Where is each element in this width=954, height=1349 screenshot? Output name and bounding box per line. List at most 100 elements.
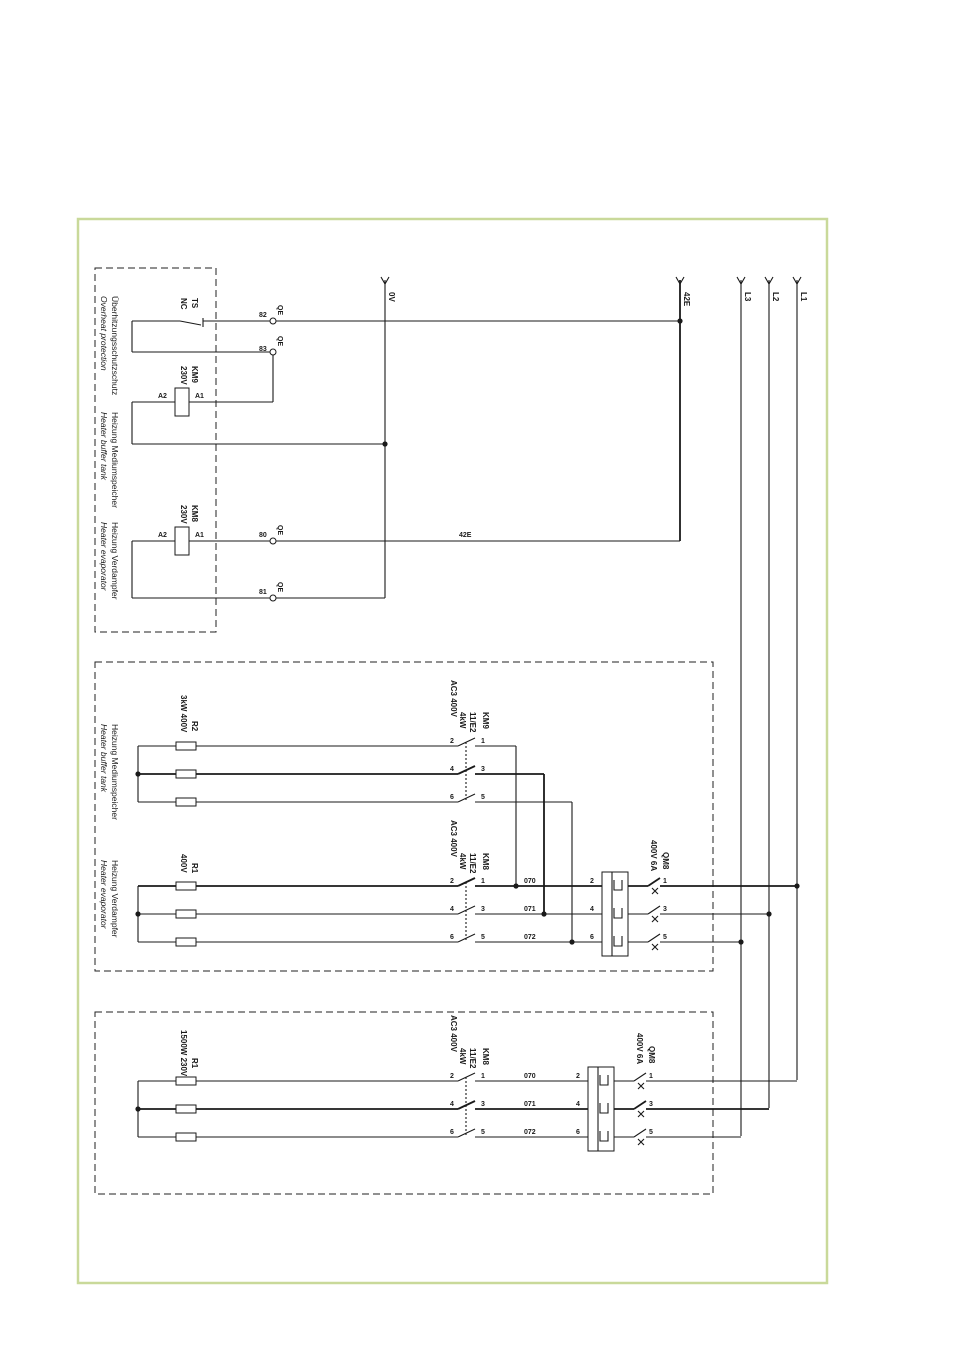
svg-text:4: 4	[450, 766, 454, 773]
r2-element-3	[175, 797, 197, 807]
r1-230v-rating: 1500W 230V	[179, 1030, 188, 1077]
heater-400v-box	[94, 661, 714, 972]
svg-text:6: 6	[450, 934, 454, 941]
svg-text:4: 4	[450, 906, 454, 913]
svg-text:1: 1	[481, 738, 485, 745]
terminal-83-label: 83	[259, 346, 267, 353]
r1-element-2	[175, 909, 197, 919]
terminal-82-label: 82	[259, 312, 267, 319]
km8-a1: A1	[195, 532, 204, 539]
evap-label-en: Heater evaporator	[99, 522, 109, 592]
qm8-tag: QM8	[661, 852, 670, 870]
ts-type: NC	[179, 298, 188, 310]
buffer-power-label-en: Heater buffer tank	[99, 724, 109, 793]
km8-coil	[174, 526, 190, 556]
svg-text:3: 3	[663, 906, 667, 913]
svg-text:1: 1	[481, 878, 485, 885]
km9-a1: A1	[195, 393, 204, 400]
km8-230v-ref: 11/E2	[468, 1048, 477, 1069]
qm8-230v-tag: QM8	[647, 1046, 656, 1064]
km8-contact-labels-400v: 2 4 6 1 3 5	[450, 878, 485, 941]
km8-power-cat: AC3 400V	[449, 820, 458, 858]
svg-text:2: 2	[450, 878, 454, 885]
km9-power-ref: 11/E2	[468, 712, 477, 733]
r1-400v-tag: R1	[190, 863, 199, 874]
svg-text:6: 6	[576, 1129, 580, 1136]
buffer-label-en: Heater buffer tank	[99, 412, 109, 481]
overheat-label-en: Overheat protection	[99, 296, 109, 371]
svg-text:071: 071	[524, 1101, 536, 1108]
overheat-label-de: Überhitzungsschutzschutz	[110, 296, 120, 395]
rail-label-l2: L2	[771, 292, 780, 302]
km8-power-kw: 4kW	[458, 853, 467, 870]
svg-text:070: 070	[524, 1073, 536, 1080]
km9-power-kw: 4kW	[458, 712, 467, 729]
svg-text:5: 5	[481, 1129, 485, 1136]
r1-400v-rating: 400V	[179, 854, 188, 873]
svg-text:070: 070	[524, 878, 536, 885]
ref-qe-82: QE	[276, 305, 283, 315]
buffer-power-label-de: Heizung Mediumspeicher	[110, 724, 120, 820]
r2-wiring	[135, 737, 573, 942]
rail-label-0v: 0V	[387, 292, 396, 302]
buffer-label-de: Heizung Mediumspeicher	[110, 412, 120, 508]
r1-230v-wiring	[135, 1072, 797, 1146]
km9-coil	[174, 387, 190, 417]
r1-230v-element-1	[175, 1076, 197, 1086]
svg-text:4: 4	[590, 906, 594, 913]
km8-coil-voltage: 230V	[179, 505, 188, 524]
ref-qe-80: QE	[276, 525, 283, 535]
svg-text:4: 4	[576, 1101, 580, 1108]
svg-text:1: 1	[649, 1073, 653, 1080]
control-wiring	[131, 318, 683, 599]
km9-a2: A2	[158, 393, 167, 400]
terminal-80	[269, 537, 277, 545]
km8-coil-tag: KM8	[190, 505, 199, 522]
km9-coil-tag: KM9	[190, 366, 199, 383]
r1-element-1	[175, 881, 197, 891]
svg-text:5: 5	[649, 1129, 653, 1136]
r2-element-1	[175, 741, 197, 751]
rail-label-42e: 42E	[682, 292, 691, 307]
svg-text:6: 6	[590, 934, 594, 941]
wire-numbers-400v: 070 071 072	[524, 878, 536, 941]
rail-label-l1: L1	[799, 292, 808, 302]
svg-text:6: 6	[450, 794, 454, 801]
ref-qe-83: QE	[276, 336, 283, 346]
km8-230v-tag: KM8	[481, 1048, 490, 1065]
km8-230v-cat: AC3 400V	[449, 1015, 458, 1053]
km9-power-cat: AC3 400V	[449, 680, 458, 718]
km9-contact-labels: 2 4 6 1 3 5	[450, 738, 485, 801]
km8-power-tag: KM8	[481, 853, 490, 870]
r2-element-2	[175, 769, 197, 779]
relay-labels-400v: 2 4 6 1 3 5	[590, 878, 667, 941]
thermal-relay-230v	[587, 1066, 615, 1152]
svg-text:5: 5	[663, 934, 667, 941]
ref-qe-81: QE	[276, 582, 283, 592]
thermal-relay-400v	[601, 871, 629, 957]
km9-power-tag: KM9	[481, 712, 490, 729]
svg-text:3: 3	[481, 766, 485, 773]
r1-230v-element-2	[175, 1104, 197, 1114]
r1-400v-wiring	[135, 877, 800, 951]
control-box	[94, 267, 217, 633]
evap-label-de: Heizung Verdampfer	[110, 522, 120, 600]
svg-text:072: 072	[524, 934, 536, 941]
terminal-80-label: 80	[259, 532, 267, 539]
rail-label-l3: L3	[743, 292, 752, 302]
evap-power-label-de: Heizung Verdampfer	[110, 860, 120, 938]
terminal-81	[269, 594, 277, 602]
svg-text:2: 2	[576, 1073, 580, 1080]
svg-text:3: 3	[481, 906, 485, 913]
terminal-83	[269, 348, 277, 356]
svg-text:071: 071	[524, 906, 536, 913]
wire-42e-label: 42E	[459, 532, 472, 539]
evap-power-label-en: Heater evaporator	[99, 860, 109, 930]
km8-contact-labels-230v: 2 4 6 1 3 5	[450, 1073, 485, 1136]
svg-text:3: 3	[481, 1101, 485, 1108]
qm8-rating: 400V 6A	[649, 840, 658, 871]
ts-tag: TS	[190, 298, 199, 309]
km8-230v-kw: 4kW	[458, 1048, 467, 1065]
r1-element-3	[175, 937, 197, 947]
km8-power-ref: 11/E2	[468, 853, 477, 874]
